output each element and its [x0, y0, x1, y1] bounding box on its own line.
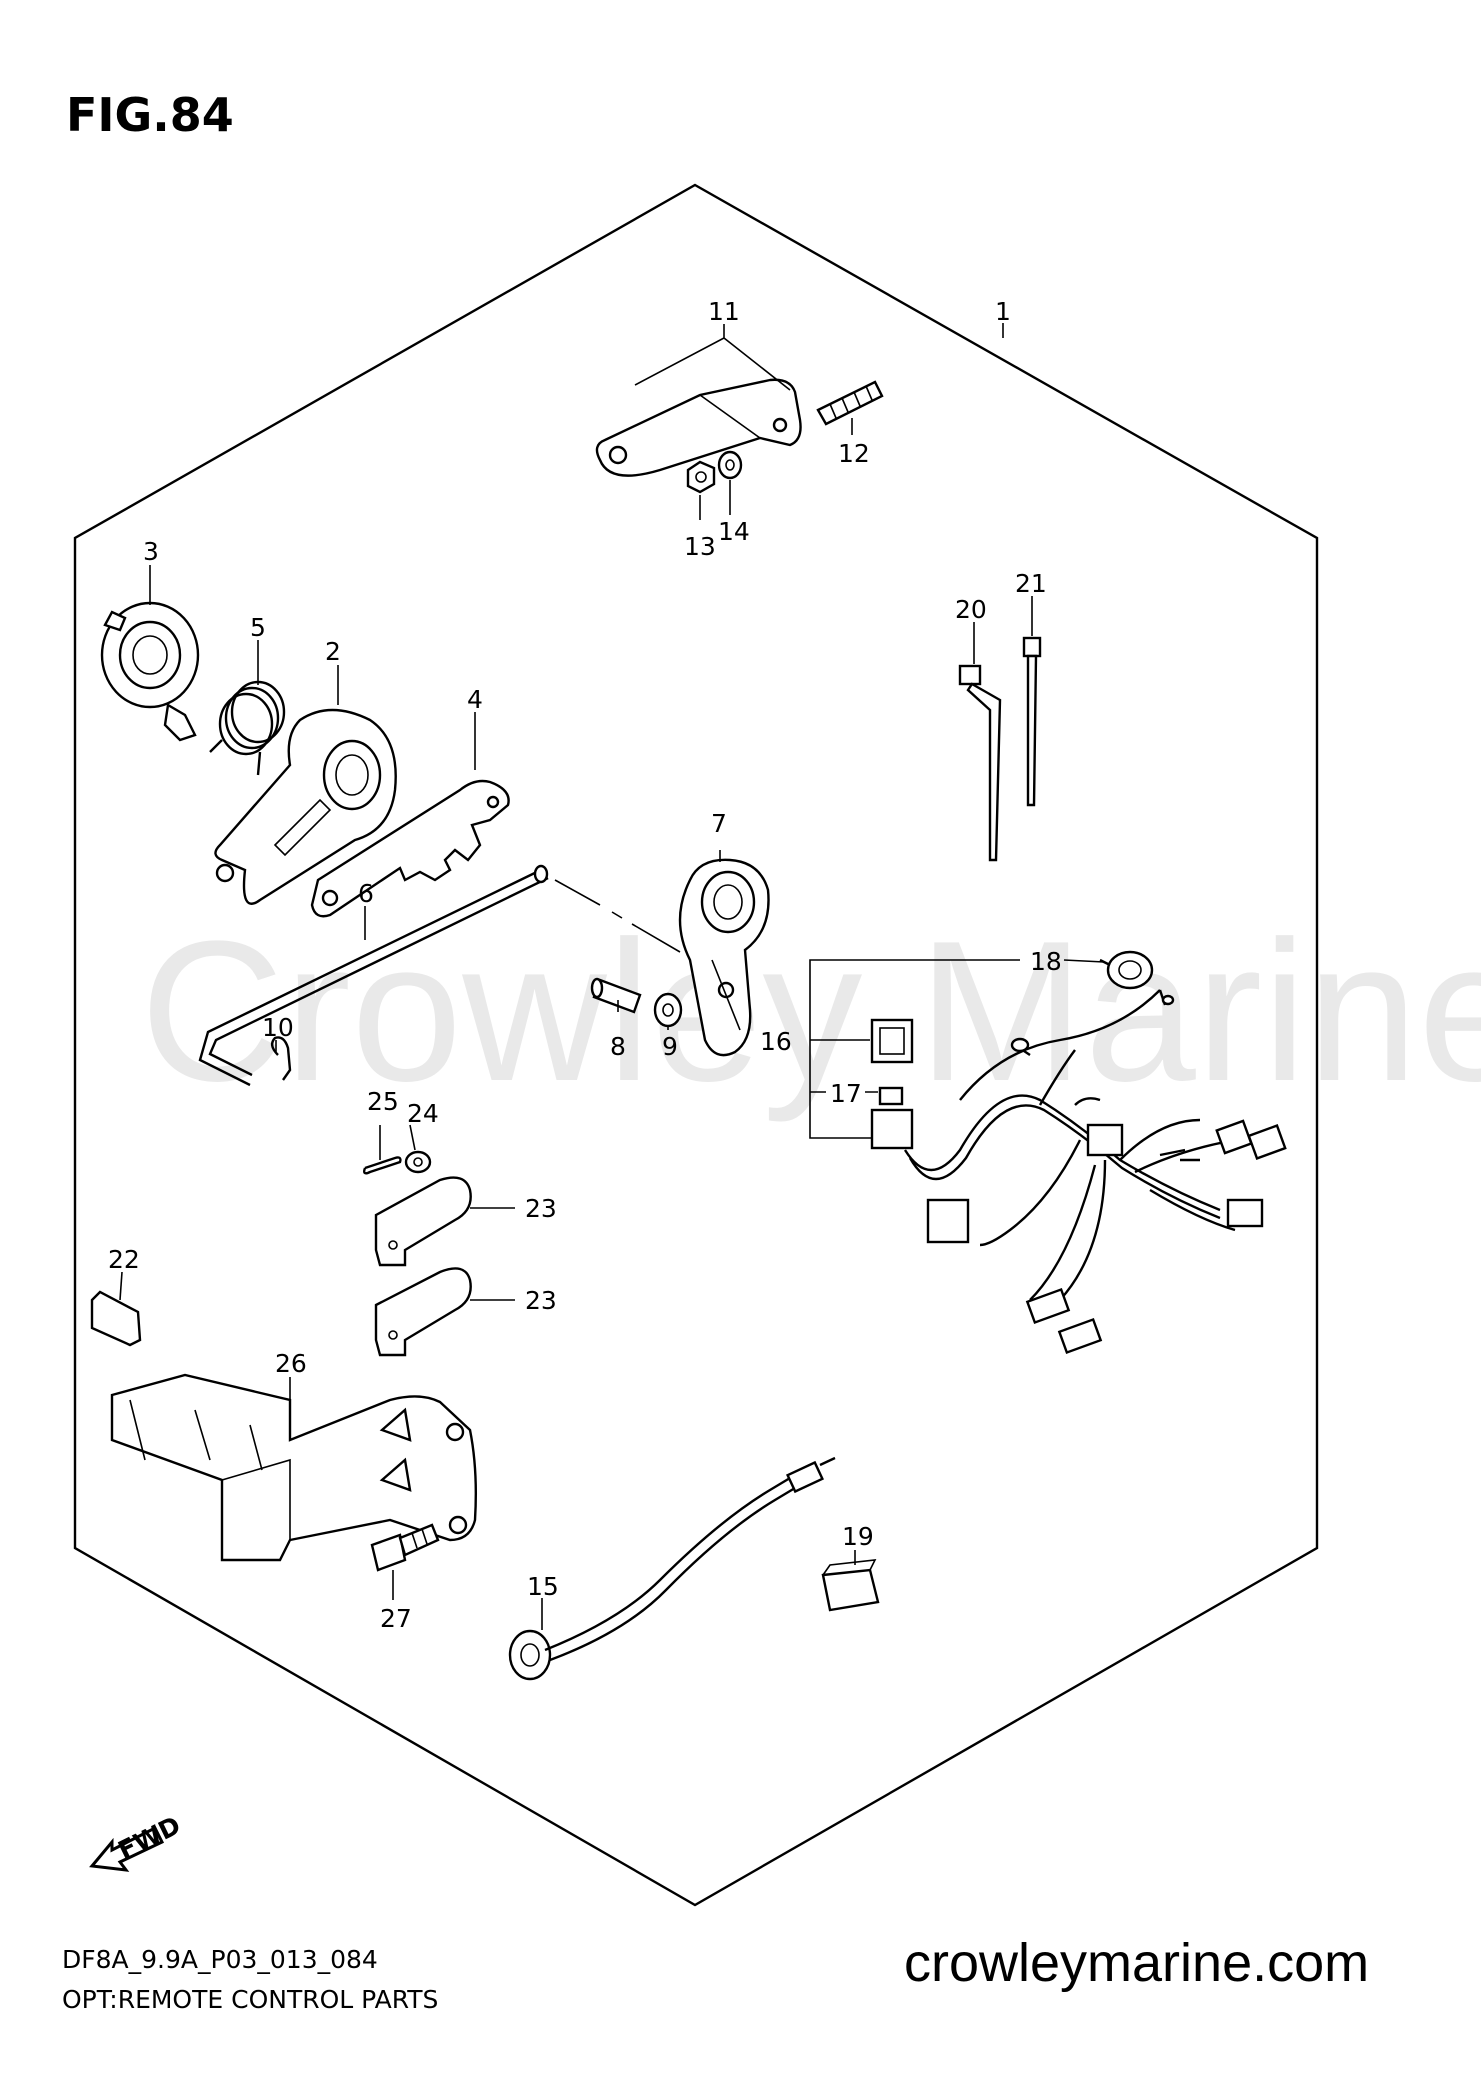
- callout-1: 1: [995, 297, 1011, 326]
- callout-27: 27: [380, 1604, 412, 1633]
- callout-23a: 23: [525, 1194, 557, 1223]
- part-7-lever: [678, 858, 770, 1057]
- part-4-plate: [310, 779, 510, 918]
- callout-3: 3: [143, 537, 159, 566]
- callout-22: 22: [108, 1245, 140, 1274]
- callout-4: 4: [467, 685, 483, 714]
- part-5-spring: [209, 680, 286, 776]
- leader-lines: [119, 323, 1105, 1630]
- assembly-boundary: [73, 183, 1319, 1907]
- callout-13: 13: [684, 532, 716, 561]
- callout-numbers: 1 2 3 4 5 6 7 8 9 10 11 12 13 14 15 16 1…: [108, 297, 1062, 1633]
- part-26-bracket: [110, 1373, 478, 1562]
- part-8-pin: [590, 977, 642, 1014]
- callout-5: 5: [250, 613, 266, 642]
- callout-2: 2: [325, 637, 341, 666]
- part-21-cable-tie: [1022, 636, 1042, 807]
- part-17-connector: [870, 1086, 914, 1150]
- callout-20: 20: [955, 595, 987, 624]
- part-3-cam: [100, 601, 200, 742]
- site-url: crowleymarine.com: [904, 1933, 1370, 1993]
- callout-17: 17: [830, 1079, 862, 1108]
- part-19-cap: [821, 1559, 880, 1612]
- callout-18: 18: [1030, 947, 1062, 976]
- part-2-lever: [214, 708, 397, 905]
- part-23-block-a: [374, 1176, 472, 1267]
- callout-14: 14: [718, 517, 750, 546]
- figure-title: FIG.84: [66, 88, 234, 142]
- callout-11: 11: [708, 297, 740, 326]
- callout-25: 25: [367, 1087, 399, 1116]
- callout-6: 6: [358, 879, 374, 908]
- callout-8: 8: [610, 1032, 626, 1061]
- part-16-relay: [870, 1018, 914, 1064]
- part-10-clip: [270, 1036, 292, 1081]
- part-11-bracket: [595, 378, 802, 477]
- part-23-block-b: [374, 1267, 472, 1357]
- callout-9: 9: [662, 1032, 678, 1061]
- wiring-harness: [903, 989, 1287, 1355]
- part-27-bolt: [370, 1523, 440, 1572]
- callout-19: 19: [842, 1522, 874, 1551]
- callout-24: 24: [407, 1099, 439, 1128]
- callout-23b: 23: [525, 1286, 557, 1315]
- figure-name: OPT:REMOTE CONTROL PARTS: [62, 1985, 439, 2014]
- callout-10: 10: [262, 1013, 294, 1042]
- part-22-pad: [90, 1290, 142, 1347]
- callout-15: 15: [527, 1572, 559, 1601]
- fwd-arrow-icon: FWD: [89, 1810, 185, 1872]
- callout-26: 26: [275, 1349, 307, 1378]
- figure-code: DF8A_9.9A_P03_013_084: [62, 1945, 378, 1974]
- fwd-label: FWD: [114, 1810, 185, 1865]
- callout-12: 12: [838, 439, 870, 468]
- part-14-washer: [717, 450, 743, 480]
- part-20-cable-tie: [958, 664, 1002, 862]
- callout-16: 16: [760, 1027, 792, 1056]
- callout-7: 7: [711, 809, 727, 838]
- part-13-nut: [686, 460, 716, 494]
- part-15-cable: [508, 1456, 836, 1681]
- part-12-stud: [816, 380, 884, 426]
- part-6-rod: [198, 864, 681, 1087]
- part-9-washer: [653, 992, 683, 1028]
- part-25-clip: [362, 1156, 402, 1175]
- part-18-grommet: [1099, 950, 1154, 990]
- part-24-washer: [404, 1150, 432, 1174]
- callout-21: 21: [1015, 569, 1047, 598]
